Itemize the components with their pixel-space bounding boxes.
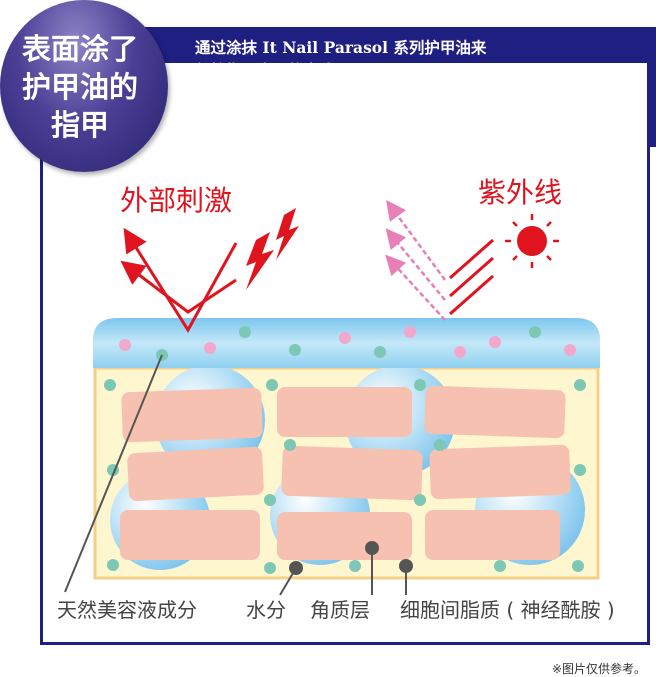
sun-icon	[505, 214, 559, 268]
title-badge: 表面涂了 护甲油的 指甲	[0, 0, 168, 172]
reflected-uv-arrows	[385, 199, 447, 321]
ceramide-dots	[104, 379, 586, 574]
blocked-uv-arrows	[449, 238, 494, 316]
water-label: 水分	[246, 598, 286, 622]
badge-line: 护甲油的	[21, 70, 138, 104]
footnote: ※图片仅供参考。	[551, 662, 646, 676]
external-stimulus-label: 外部刺激	[120, 184, 232, 217]
ceramide-label: 细胞间脂质 ( 神经酰胺 )	[400, 598, 615, 622]
badge-title: 表面涂了 护甲油的 指甲	[0, 30, 160, 144]
header-description: 通过涂抹 It Nail Parasol 系列护甲油来 保护指甲表面的方式， 防…	[195, 36, 486, 105]
header-line: 保护指甲表面的方式，	[195, 61, 351, 80]
reflected-stimulus-arrows	[120, 227, 238, 333]
header-line: 防止指甲受到紫外线和外部刺激的伤害。	[195, 84, 475, 103]
keratin-label: 角质层	[310, 598, 370, 622]
badge-line: 指甲	[50, 108, 109, 142]
leader-lines	[64, 354, 413, 596]
uv-label: 紫外线	[478, 176, 562, 209]
header-line: 通过涂抹 It Nail Parasol 系列护甲油来	[195, 38, 487, 57]
nmf-label: 天然美容液成分	[57, 598, 197, 622]
lightning-icon	[246, 208, 299, 290]
coating-particles	[119, 326, 576, 361]
badge-line: 表面涂了	[21, 32, 138, 66]
keratin-cells	[120, 385, 571, 560]
